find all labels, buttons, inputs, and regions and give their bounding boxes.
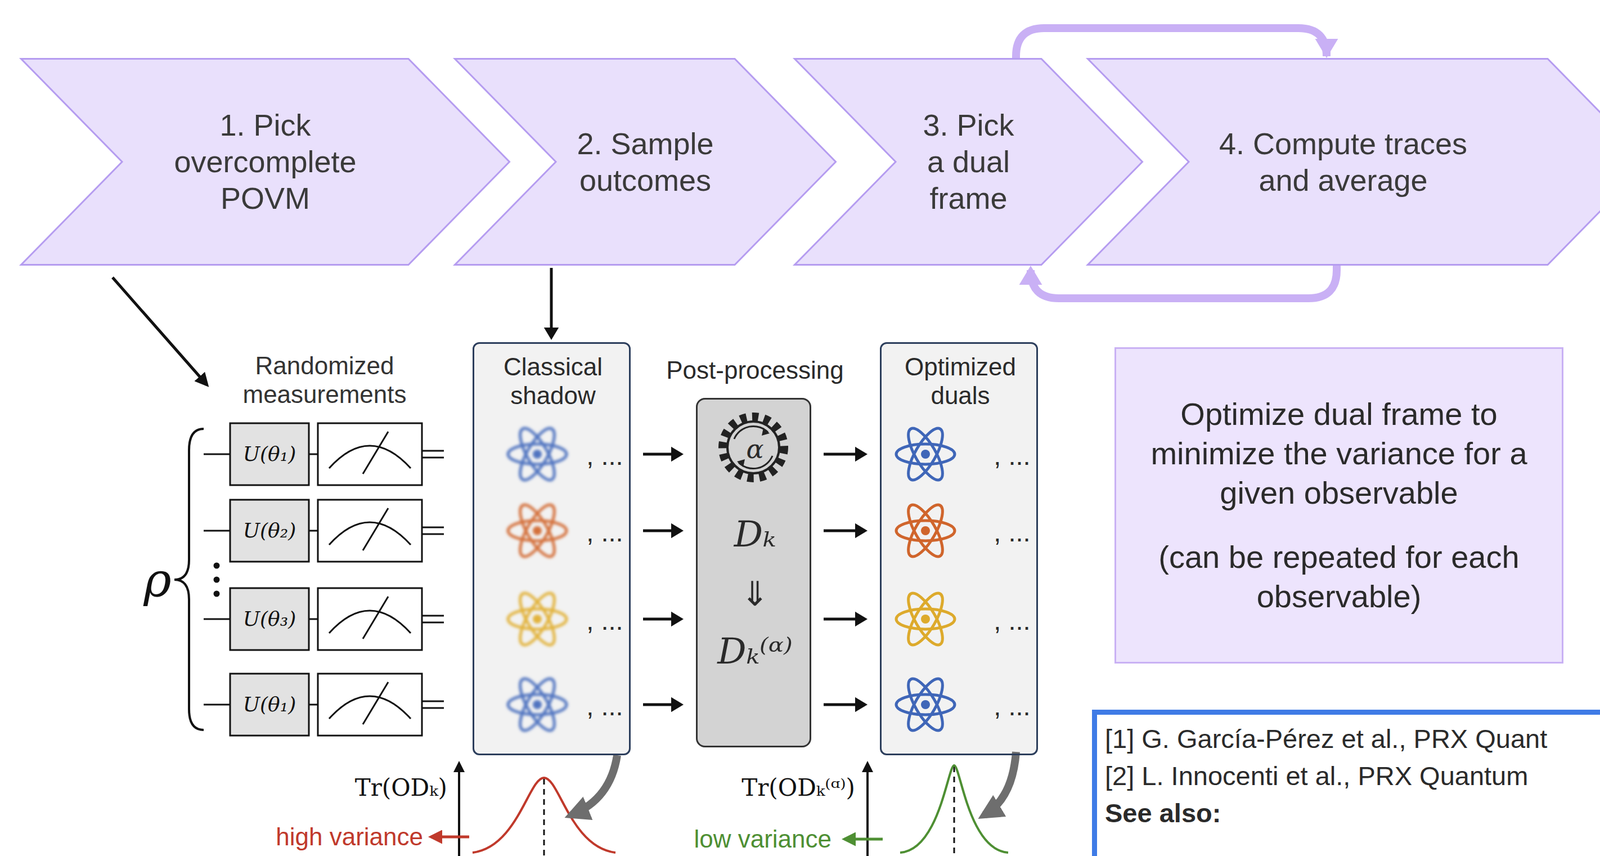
flow-arrow <box>823 446 868 462</box>
connector-line <box>1016 28 1327 58</box>
chevron-outline <box>1088 59 1600 265</box>
box-fill <box>879 342 1038 755</box>
chevron-outline <box>21 59 510 265</box>
math-label: U(θ₃) <box>243 607 297 631</box>
arrowhead <box>1019 265 1043 285</box>
arrowhead <box>671 446 684 462</box>
connector-line <box>823 529 858 533</box>
math-label: U(θ₂) <box>243 518 297 542</box>
ellipsis-text: , ... <box>586 605 623 636</box>
note-box: Optimize dual frame to minimize the vari… <box>1114 347 1564 664</box>
connector-line <box>1030 265 1337 299</box>
arrowhead <box>855 446 868 462</box>
ellipsis-text: , ... <box>586 517 623 548</box>
arrowhead <box>1315 38 1339 58</box>
math-symbol: Dₖ⁽ᵅ⁾ <box>717 630 793 673</box>
step-label: 2. Sample outcomes <box>560 125 730 199</box>
arrowhead <box>855 611 868 627</box>
math-symbol: ⇓ <box>740 574 770 614</box>
text-label: Randomized measurements <box>228 351 421 409</box>
flow-arrow <box>823 523 868 538</box>
flow-arrow <box>643 697 684 712</box>
box-title: Optimized duals <box>892 352 1028 410</box>
flow-arrow <box>643 611 684 627</box>
chevron-shape <box>454 57 837 266</box>
flow-arrow <box>544 267 559 340</box>
connector-line <box>823 617 858 621</box>
process-box: Post-processingαDₖ⇓Dₖ⁽ᵅ⁾ <box>695 397 812 748</box>
chevron-content: 1. Pick overcomplete POVM <box>20 57 511 266</box>
connector-line <box>823 703 858 707</box>
note-text: Optimize dual frame to minimize the vari… <box>1133 394 1545 513</box>
math-symbol: Dₖ <box>734 513 777 556</box>
ellipsis-text: , ... <box>993 517 1031 548</box>
box-title: Classical shadow <box>485 352 621 410</box>
process-chevron: 2. Sample outcomes <box>454 57 837 266</box>
connector-line <box>643 452 674 456</box>
process-chevron: 4. Compute traces and average <box>1086 57 1600 266</box>
box-title: Post-processing <box>666 356 844 385</box>
connector-line <box>550 267 554 330</box>
note-text: (can be repeated for each observable) <box>1133 537 1545 617</box>
text-label: low variance <box>693 824 832 854</box>
loop-arrow <box>1016 28 1338 58</box>
math-symbol: α <box>745 434 764 465</box>
math-label: ρ <box>143 552 172 608</box>
ellipsis-text: , ... <box>586 440 623 471</box>
process-box: Classical shadow , ... , ... , ... , ... <box>472 342 631 755</box>
chevron-shape <box>1086 57 1600 266</box>
process-chevron: 3. Pick a dual frame <box>793 57 1144 266</box>
flow-arrow <box>823 697 868 712</box>
connector-line <box>643 529 674 533</box>
flow-arrow <box>823 611 868 627</box>
connector-line <box>643 703 674 707</box>
ellipsis-text: , ... <box>586 690 623 722</box>
text-label: high variance <box>275 822 424 852</box>
step-label: 1. Pick overcomplete POVM <box>164 106 367 217</box>
chevron-content: 2. Sample outcomes <box>454 57 837 266</box>
process-chevron: 1. Pick overcomplete POVM <box>20 57 511 266</box>
chevron-outline <box>794 59 1143 265</box>
arrowhead <box>855 523 868 538</box>
ellipsis-text: , ... <box>993 605 1031 636</box>
math-label: U(θ₁) <box>243 442 297 466</box>
variance-plot <box>430 751 1017 856</box>
ellipsis-text: , ... <box>993 440 1031 471</box>
step-label: 3. Pick a dual frame <box>910 106 1027 217</box>
ellipsis-text: , ... <box>993 690 1031 722</box>
step-label: 4. Compute traces and average <box>1208 125 1479 199</box>
arrowhead <box>671 523 684 538</box>
chevron-content: 3. Pick a dual frame <box>793 57 1144 266</box>
box-fill <box>695 397 812 748</box>
arrowhead <box>671 697 684 712</box>
brace <box>174 428 204 730</box>
arrowhead <box>671 611 684 627</box>
math-label: Tr(ODₖ⁽ᵅ⁾) <box>741 774 856 802</box>
flow-arrow <box>643 446 684 462</box>
pointer-arrow <box>112 277 208 385</box>
loop-arrow <box>1019 265 1337 299</box>
reference-text: See also: <box>1104 794 1600 832</box>
reference-text: [1] G. García-Pérez et al., PRX Quant <box>1104 720 1600 758</box>
gear-icon <box>722 416 784 478</box>
box-fill <box>472 342 631 755</box>
chevron-content: 4. Compute traces and average <box>1086 57 1600 266</box>
connector-line <box>823 452 858 456</box>
math-label: Tr(ODₖ) <box>354 774 448 802</box>
circuit <box>203 423 444 736</box>
reference-box: [1] G. García-Pérez et al., PRX Quant[2]… <box>1091 709 1600 856</box>
arrowhead <box>544 327 559 340</box>
arrowhead <box>855 697 868 712</box>
chevron-outline <box>455 59 837 265</box>
flow-arrow <box>643 523 684 538</box>
connector-line <box>643 617 674 621</box>
atoms <box>508 423 955 735</box>
process-box: Optimized duals , ... , ... , ... , ... <box>879 342 1038 755</box>
math-label: U(θ₁) <box>243 692 297 716</box>
reference-text: [2] L. Innocenti et al., PRX Quantum <box>1104 757 1600 795</box>
